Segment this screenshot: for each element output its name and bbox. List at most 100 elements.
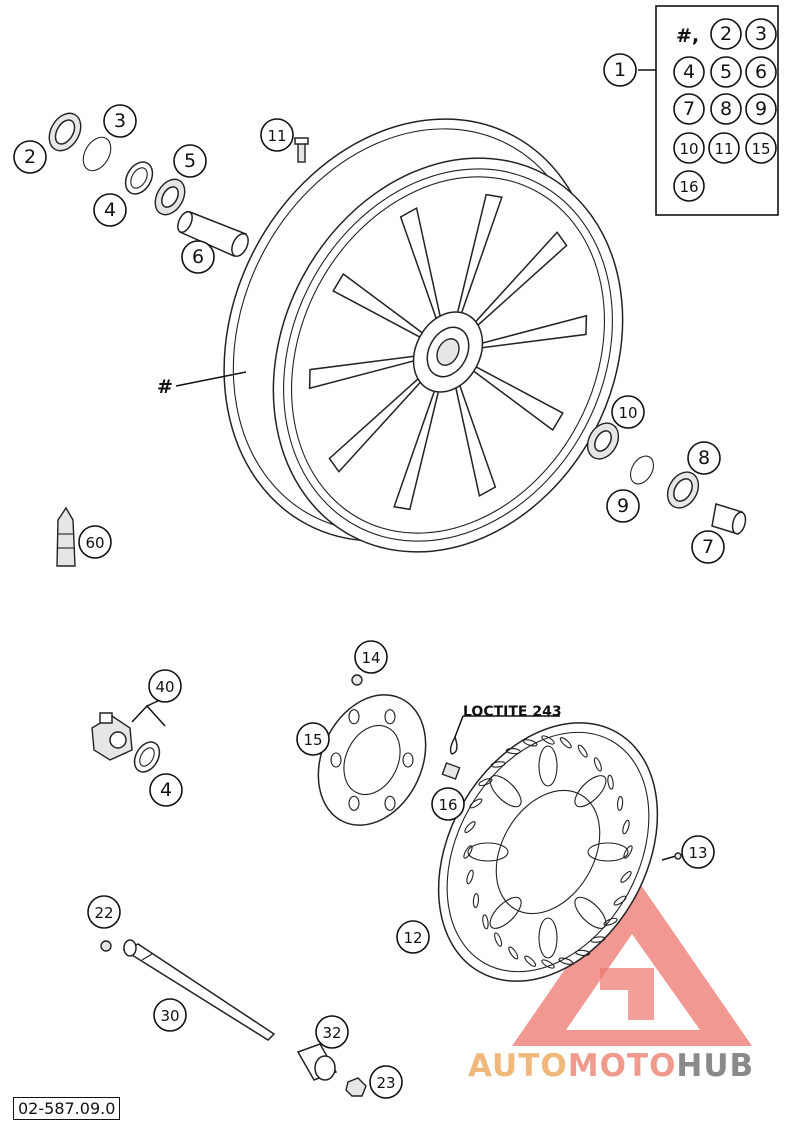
watermark-text: AUTOMOTOHUB bbox=[468, 1048, 754, 1084]
circlip-part bbox=[124, 161, 154, 195]
watermark-triangle bbox=[512, 872, 752, 1046]
right-seal bbox=[666, 471, 700, 509]
svg-text:2: 2 bbox=[24, 146, 36, 168]
kit-part-11: 11 bbox=[708, 132, 740, 164]
svg-text:30: 30 bbox=[160, 1007, 179, 1025]
callout-p7: 7 bbox=[691, 530, 725, 564]
watermark-part3: HUB bbox=[676, 1048, 755, 1084]
axle-nut bbox=[100, 940, 112, 952]
speedometer-drive bbox=[91, 712, 133, 761]
callout-p11: 11 bbox=[260, 118, 294, 152]
wheel bbox=[223, 118, 624, 553]
svg-text:60: 60 bbox=[85, 534, 104, 552]
callout-p3: 3 bbox=[103, 104, 137, 138]
kit-part-4: 4 bbox=[673, 56, 705, 88]
svg-text:9: 9 bbox=[755, 98, 767, 120]
callout-p6: 6 bbox=[181, 240, 215, 274]
svg-text:16: 16 bbox=[679, 178, 698, 196]
axle bbox=[122, 939, 276, 1041]
svg-text:40: 40 bbox=[155, 678, 174, 696]
svg-text:4: 4 bbox=[104, 199, 116, 221]
kit-part-8: 8 bbox=[710, 93, 742, 125]
svg-text:11: 11 bbox=[714, 140, 733, 158]
kit-part-6: 6 bbox=[745, 56, 777, 88]
kit-part-15: 15 bbox=[745, 132, 777, 164]
grease-tube bbox=[56, 506, 76, 567]
watermark-part1: AUTO bbox=[468, 1048, 568, 1084]
svg-text:5: 5 bbox=[720, 61, 732, 83]
disc-screw bbox=[661, 852, 682, 861]
svg-text:4: 4 bbox=[160, 779, 172, 801]
svg-text:13: 13 bbox=[688, 844, 707, 862]
svg-text:22: 22 bbox=[94, 904, 113, 922]
kit-part-2: 2 bbox=[710, 18, 742, 50]
speedo-circlip bbox=[133, 741, 161, 773]
svg-text:8: 8 bbox=[720, 98, 732, 120]
callout-p22: 22 bbox=[87, 895, 121, 929]
kit-label: #, bbox=[676, 25, 699, 47]
callout-p30: 30 bbox=[153, 998, 187, 1032]
kit-part-9: 9 bbox=[745, 93, 777, 125]
wheel-spokes bbox=[308, 193, 588, 511]
svg-text:7: 7 bbox=[702, 536, 714, 558]
callout-p8: 8 bbox=[687, 441, 721, 475]
loctite-bolt bbox=[441, 735, 461, 780]
spacer-tube bbox=[177, 210, 249, 258]
kit-parts-grid: 2 3 4 5 6 7 8 9 10 11 15 16 bbox=[673, 18, 777, 202]
right-circlip bbox=[629, 455, 655, 485]
svg-text:5: 5 bbox=[184, 150, 196, 172]
callout-p13: 13 bbox=[681, 835, 715, 869]
svg-text:15: 15 bbox=[751, 140, 770, 158]
svg-text:10: 10 bbox=[679, 140, 698, 158]
svg-text:10: 10 bbox=[618, 404, 637, 422]
callout-p12: 12 bbox=[396, 920, 430, 954]
right-spacer bbox=[711, 503, 747, 535]
axle-end-nut bbox=[345, 1077, 367, 1097]
kit-part-7: 7 bbox=[673, 93, 705, 125]
kit-part-10: 10 bbox=[673, 132, 705, 164]
kit-part-5: 5 bbox=[710, 56, 742, 88]
svg-text:16: 16 bbox=[438, 796, 457, 814]
ring-part bbox=[82, 136, 112, 172]
svg-text:12: 12 bbox=[403, 929, 422, 947]
watermark-part2: MOTO bbox=[567, 1048, 677, 1084]
loctite-note: LOCTITE 243 bbox=[463, 704, 562, 720]
callout-p14: 14 bbox=[354, 640, 388, 674]
callout-p40: 40 bbox=[148, 669, 182, 703]
valve-part bbox=[294, 137, 309, 163]
nut-part bbox=[351, 674, 363, 686]
brake-disc bbox=[437, 722, 659, 982]
svg-text:14: 14 bbox=[361, 649, 380, 667]
svg-text:7: 7 bbox=[683, 98, 695, 120]
drawing-code: 02-587.09.0 bbox=[13, 1097, 121, 1120]
callout-p5: 5 bbox=[173, 144, 207, 178]
svg-text:23: 23 bbox=[376, 1074, 395, 1092]
right-bearing bbox=[586, 422, 620, 460]
callout-p15: 15 bbox=[296, 722, 330, 756]
svg-text:6: 6 bbox=[755, 61, 767, 83]
svg-text:1: 1 bbox=[614, 59, 626, 81]
svg-text:9: 9 bbox=[617, 495, 629, 517]
callout-p1: 1 bbox=[603, 53, 637, 87]
svg-text:15: 15 bbox=[303, 731, 322, 749]
callout-p9: 9 bbox=[606, 489, 640, 523]
callout-p4b: 4 bbox=[149, 773, 183, 807]
callout-p23: 23 bbox=[369, 1065, 403, 1099]
svg-text:3: 3 bbox=[114, 110, 126, 132]
axle-spacer bbox=[296, 1043, 338, 1081]
callout-p2: 2 bbox=[13, 140, 47, 174]
svg-text:3: 3 bbox=[755, 23, 767, 45]
kit-part-3: 3 bbox=[745, 18, 777, 50]
svg-text:32: 32 bbox=[322, 1024, 341, 1042]
callout-p32: 32 bbox=[315, 1015, 349, 1049]
callout-p4: 4 bbox=[93, 193, 127, 227]
callout-p16: 16 bbox=[431, 787, 465, 821]
svg-text:2: 2 bbox=[720, 23, 732, 45]
svg-text:8: 8 bbox=[698, 447, 710, 469]
wheel-hash-label: # bbox=[157, 376, 173, 398]
svg-text:11: 11 bbox=[267, 127, 286, 145]
svg-text:4: 4 bbox=[683, 61, 695, 83]
kit-part-16: 16 bbox=[673, 170, 705, 202]
